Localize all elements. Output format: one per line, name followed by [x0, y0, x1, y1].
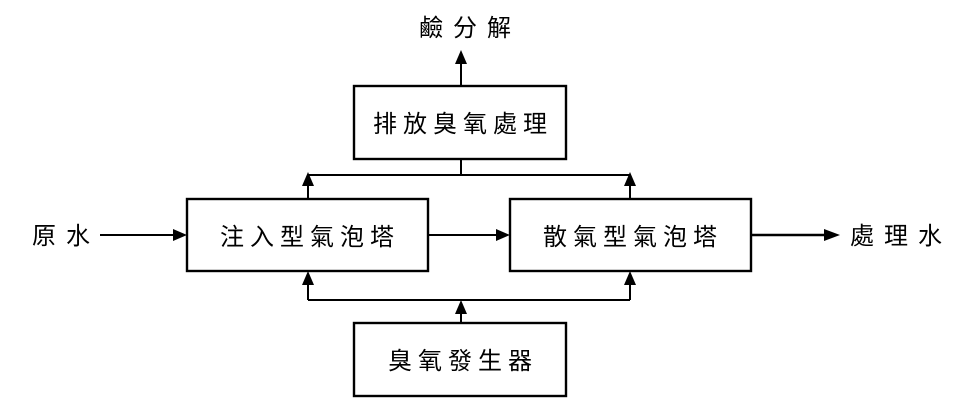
exhaust-ozone-treatment-label: 排放臭氧處理: [373, 110, 553, 138]
ozone-supply-lines: [302, 271, 636, 323]
exhaust-ozone-treatment-box: [352, 84, 568, 161]
diffusion-bubble-tower-label: 散氣型氣泡塔: [543, 223, 723, 251]
treated-water-label: 處理水: [850, 222, 952, 250]
injection-bubble-tower-label: 注入型氣泡塔: [220, 223, 400, 251]
arrow-between-towers: [428, 229, 510, 241]
arrow-treated-water-out: [751, 229, 840, 241]
arrow-to-decomposition: [455, 50, 467, 86]
raw-water-label: 原水: [32, 222, 100, 250]
alkali-decomposition-label: 鹼分解: [419, 14, 521, 42]
ozone-generator-label: 臭氧發生器: [388, 347, 538, 375]
arrow-raw-water-in: [100, 229, 187, 241]
exhaust-collector-lines: [302, 159, 636, 199]
injection-bubble-tower-box: [185, 197, 430, 273]
ozone-generator-box: [352, 321, 568, 398]
